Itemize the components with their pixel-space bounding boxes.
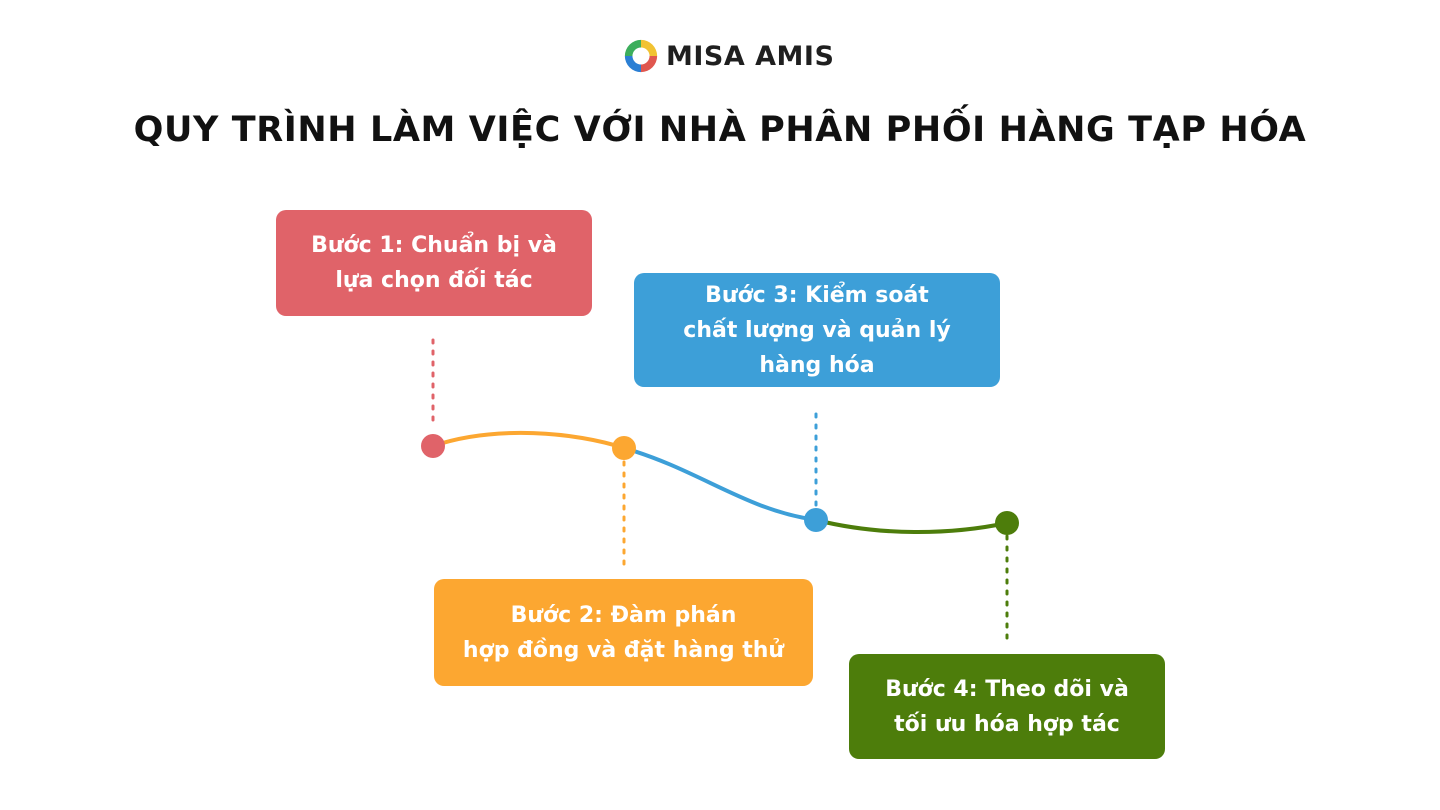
step1-node bbox=[421, 434, 445, 458]
step3-label: Bước 3: Kiểm soát chất lượng và quản lý … bbox=[683, 282, 951, 378]
step2-label: Bước 2: Đàm phán hợp đồng và đặt hàng th… bbox=[462, 602, 785, 663]
curve-segment-1 bbox=[432, 430, 625, 450]
step4-node bbox=[995, 511, 1019, 535]
page-title: QUY TRÌNH LÀM VIỆC VỚI NHÀ PHÂN PHỐI HÀN… bbox=[133, 110, 1307, 150]
misa-amis-logo-icon bbox=[624, 39, 658, 73]
step1-box: Bước 1: Chuẩn bị và lựa chọn đối tác bbox=[276, 210, 592, 316]
step3-node bbox=[804, 508, 828, 532]
curve-segment-2 bbox=[623, 446, 817, 522]
step2-node bbox=[612, 436, 636, 460]
brand-name: MISA AMIS bbox=[666, 40, 835, 72]
step4-box: Bước 4: Theo dõi và tối ưu hóa hợp tác bbox=[849, 654, 1165, 759]
step2-box: Bước 2: Đàm phán hợp đồng và đặt hàng th… bbox=[434, 579, 813, 686]
step1-label: Bước 1: Chuẩn bị và lựa chọn đối tác bbox=[311, 233, 557, 293]
brand-logo: MISA AMIS bbox=[622, 36, 834, 76]
step3-box: Bước 3: Kiểm soát chất lượng và quản lý … bbox=[634, 273, 1000, 387]
curve-segment-3 bbox=[815, 518, 1008, 534]
step4-label: Bước 4: Theo dõi và tối ưu hóa hợp tác bbox=[885, 676, 1129, 737]
